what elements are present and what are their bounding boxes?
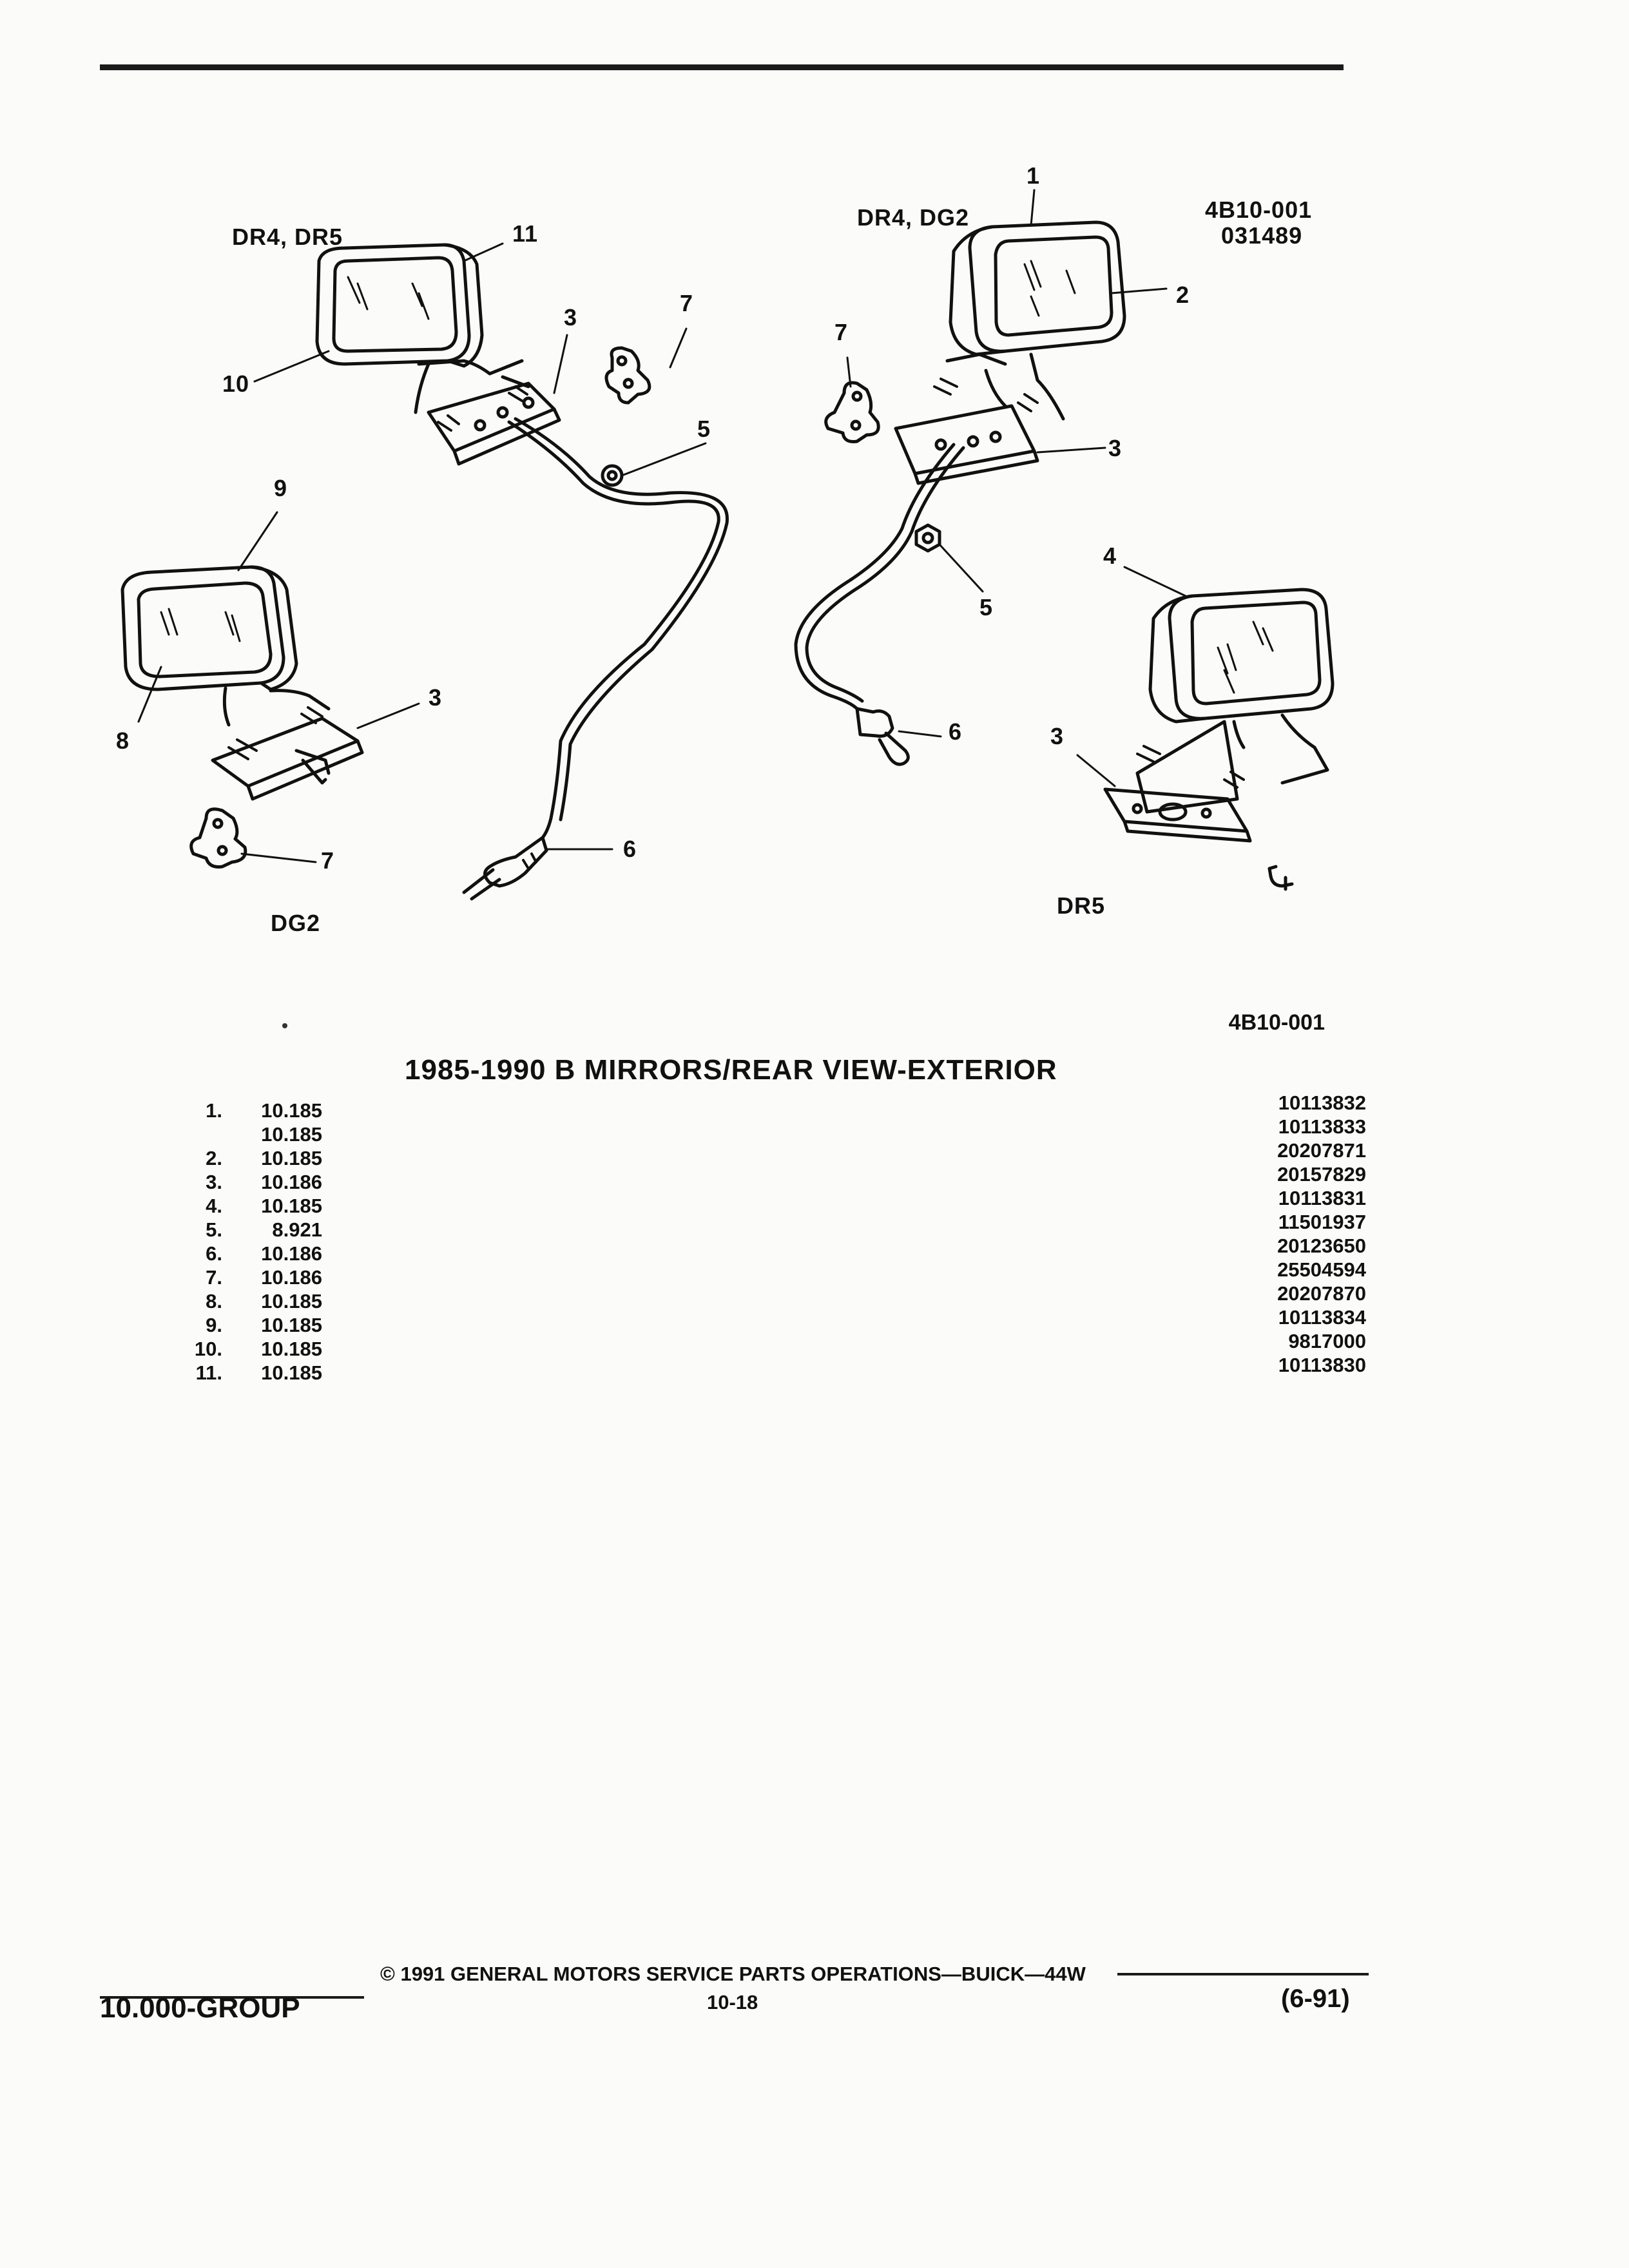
figure-code: 4B10-001 — [1228, 1010, 1325, 1035]
item-number: 8. — [206, 1290, 222, 1312]
group-label: 10.000-GROUP — [100, 1992, 300, 2024]
top-rule — [100, 64, 1344, 70]
part-number: 10113831 — [1278, 1187, 1366, 1209]
parts-title: 1985-1990 B MIRRORS/REAR VIEW-EXTERIOR — [405, 1054, 1057, 1086]
item-number: 3. — [206, 1171, 222, 1193]
label-ref-code: 4B10-001 — [1205, 197, 1312, 223]
group-number: 10.185 — [261, 1314, 322, 1336]
nut-5-right — [914, 523, 941, 553]
part-number: 20207871 — [1277, 1139, 1366, 1162]
item-number: 4. — [206, 1195, 222, 1217]
item-number: 10. — [194, 1338, 222, 1360]
sym-mark — [1268, 865, 1294, 891]
parts-row: 3.10.186GASKET, (PART OF 2,3,8,9)2015782… — [187, 1163, 1366, 1195]
callout-3-a: 3 — [564, 304, 577, 331]
label-dg2: DG2 — [271, 910, 320, 936]
callout-3-d: 3 — [1050, 723, 1064, 749]
parts-row: 2.10.185GLASS, RH (CONVEX)(1985-86 W/DG2… — [187, 1139, 1366, 1171]
parts-row: 6.10.186KNOB, (PART OF 2,9)20123650 — [187, 1235, 1366, 1266]
mirror-rh-man — [1103, 588, 1335, 843]
callout-10: 10 — [222, 370, 249, 397]
parts-row: 7.10.186BRACKET, (1985-87 W/DR4)(W/DG2)2… — [187, 1258, 1366, 1290]
group-number: 10.185 — [261, 1099, 322, 1122]
parts-row: 9.10.185MIRROR, LH (INCL 1)10113834 — [187, 1306, 1366, 1338]
part-number: 10113830 — [1278, 1354, 1366, 1376]
revision-code: (6-91) — [1281, 1984, 1350, 2013]
callout-4: 4 — [1103, 543, 1117, 569]
callout-11: 11 — [512, 220, 538, 247]
callout-5-a: 5 — [697, 416, 711, 442]
page-number: 10-18 — [707, 1991, 758, 2013]
group-number: 10.185 — [261, 1290, 322, 1312]
group-number: 8.921 — [272, 1218, 322, 1241]
item-number: 5. — [206, 1218, 222, 1241]
parts-row: 4.10.185MIRROR, RH (MAN)(INCL 1)10113831 — [187, 1187, 1366, 1218]
part-number: 20207870 — [1277, 1282, 1366, 1305]
item-number: 7. — [206, 1266, 222, 1289]
copyright-notice: © 1991 GENERAL MOTORS SERVICE PARTS OPER… — [380, 1963, 1086, 1985]
knob-6-left — [462, 836, 548, 901]
part-number: 10113834 — [1278, 1306, 1366, 1329]
callout-7-a: 7 — [680, 290, 693, 316]
exploded-parts-diagram: DR4, DR5 DR4, DG2 4B10-001 031489 DG2 DR… — [116, 162, 1335, 936]
mirror-rh-dr4-dg2 — [794, 220, 1126, 711]
group-number: 10.185 — [261, 1361, 322, 1384]
stray-dot — [282, 1023, 287, 1028]
part-number: 25504594 — [1277, 1258, 1366, 1281]
footer-rule-right — [1117, 1973, 1369, 1975]
mirror-lh-dg2 — [120, 565, 364, 801]
knob-6-right — [855, 707, 910, 766]
callout-8: 8 — [116, 727, 130, 754]
item-number: 6. — [206, 1242, 222, 1265]
callout-5-b: 5 — [979, 594, 993, 620]
callout-3-b: 3 — [1108, 435, 1122, 461]
nut-5-left — [601, 464, 624, 487]
group-number: 10.186 — [261, 1171, 322, 1193]
parts-row: 10.185MIRROR, RH (W/DG2)(INCL 1)10113833 — [187, 1115, 1366, 1147]
callout-2: 2 — [1176, 282, 1190, 308]
leader-lines — [137, 189, 1187, 863]
callout-1: 1 — [1027, 162, 1040, 189]
group-number: 10.185 — [261, 1195, 322, 1217]
parts-row: 10.10.185GLASS, LH (1985-86)9817000 — [187, 1330, 1366, 1361]
parts-row: 1.10.185MIRROR, RH (1985-87 W/DR4)(INCL … — [187, 1091, 1366, 1123]
callout-3-c: 3 — [429, 684, 442, 711]
part-number: 10113832 — [1278, 1091, 1366, 1114]
mirror-lh-dr4-dr5 — [315, 243, 729, 840]
item-number: 2. — [206, 1147, 222, 1169]
parts-list: 1.10.185MIRROR, RH (1985-87 W/DR4)(INCL … — [187, 1091, 1366, 1385]
group-number: 10.185 — [261, 1123, 322, 1146]
part-number: 11501937 — [1278, 1211, 1366, 1233]
part-number: 10113833 — [1278, 1115, 1366, 1138]
part-number: 20157829 — [1277, 1163, 1366, 1186]
callout-7-c: 7 — [321, 847, 334, 874]
item-number: 1. — [206, 1099, 222, 1122]
label-ref-date: 031489 — [1221, 222, 1302, 249]
parts-row: 8.10.185GLASS, LH (1985-87)20207870 — [187, 1282, 1366, 1314]
group-number: 10.185 — [261, 1338, 322, 1360]
item-number: 9. — [206, 1314, 222, 1336]
group-number: 10.186 — [261, 1266, 322, 1289]
footer-rule-left — [100, 1996, 364, 1999]
callout-9: 9 — [274, 475, 287, 501]
group-number: 10.186 — [261, 1242, 322, 1265]
item-number: 11. — [195, 1361, 222, 1384]
part-number: 20123650 — [1277, 1235, 1366, 1257]
bracket-7-right — [824, 381, 880, 443]
callout-7-b: 7 — [834, 319, 848, 345]
callout-6-a: 6 — [949, 718, 962, 745]
label-dr5: DR5 — [1057, 892, 1105, 919]
group-number: 10.185 — [261, 1147, 322, 1169]
callout-6-b: 6 — [623, 836, 637, 862]
parts-row: 11.10.185MIRROR, LH (INCL 1,6)10113830 — [187, 1354, 1366, 1385]
bracket-7-bottom — [189, 807, 247, 869]
parts-row: 5.8.921NUT, RD PUSH ON (M3.6X11.23)11501… — [187, 1211, 1366, 1242]
label-dr4-dg2: DR4, DG2 — [857, 204, 969, 231]
bracket-7-top — [604, 346, 651, 405]
label-dr4-dr5: DR4, DR5 — [232, 224, 343, 250]
part-number: 9817000 — [1288, 1330, 1366, 1352]
